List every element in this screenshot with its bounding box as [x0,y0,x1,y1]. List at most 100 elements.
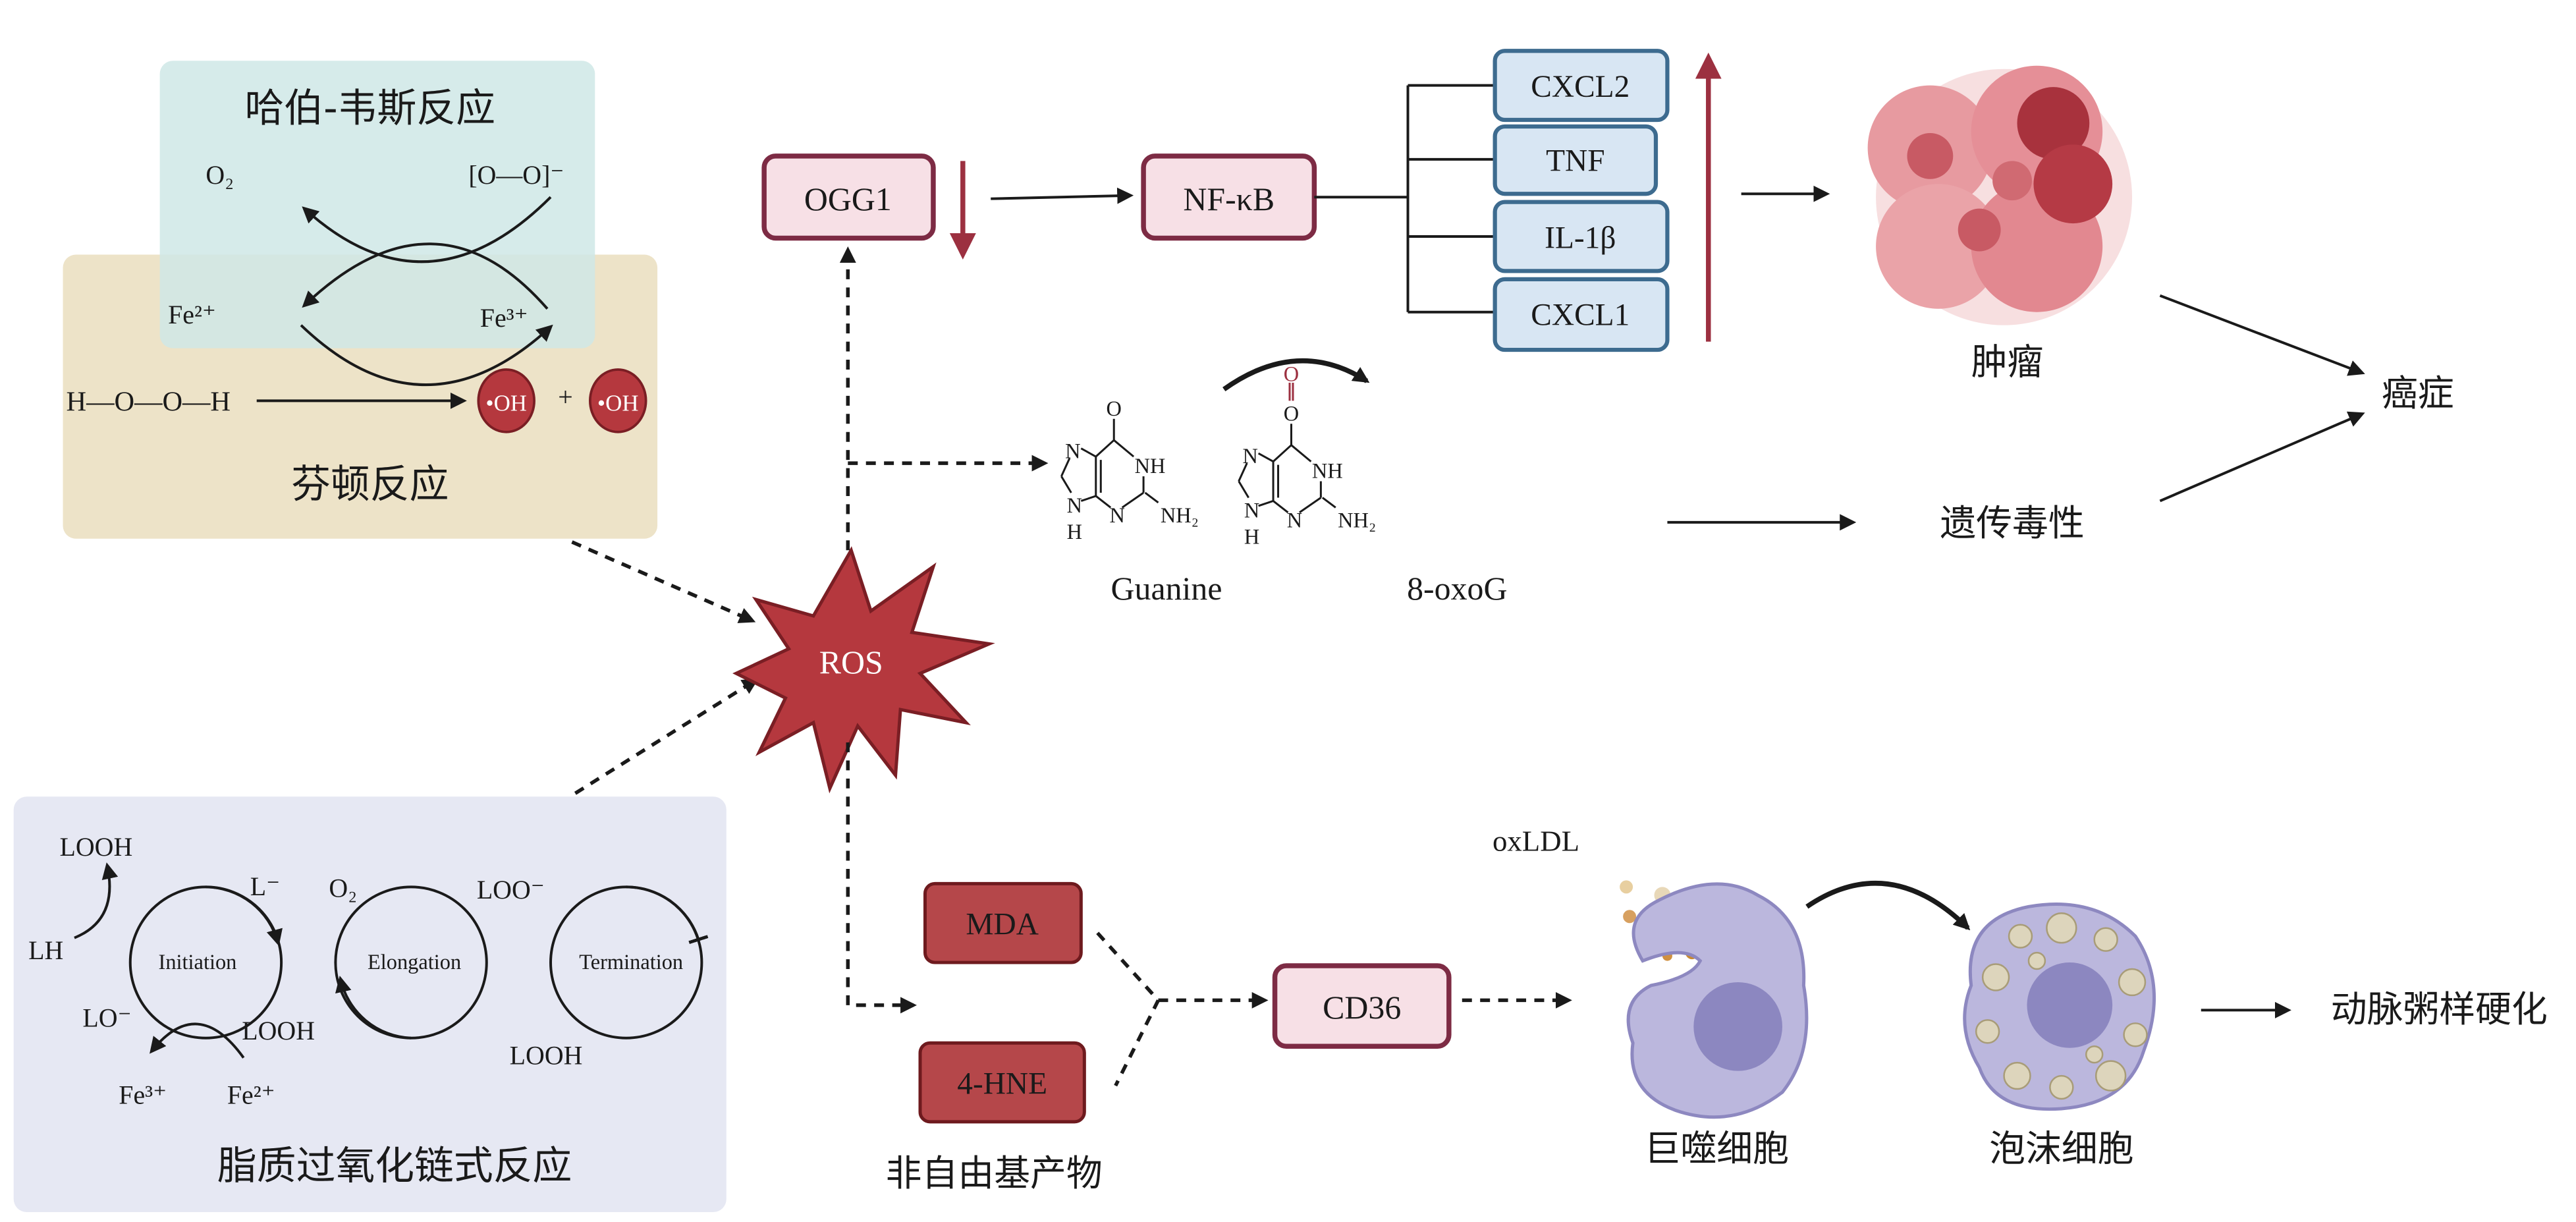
guanine-label: Guanine [1111,570,1222,607]
fenton-haber-weiss-panel: 哈伯-韦斯反应 O₂ [O—O]⁻ Fe²⁺ Fe³⁺ H—O—O—H •OH … [63,61,658,539]
ros-to-non-radical-arrow [846,742,918,1014]
fe2-to-fe3-arrow [300,324,553,387]
svg-text:H: H [1244,525,1259,549]
svg-text:O: O [1284,402,1299,426]
svg-text:NF-κB: NF-κB [1183,181,1274,217]
tumor-to-cancer-arrow [2159,294,2365,376]
non-radical-label: 非自由基产物 [886,1152,1103,1194]
svg-text:NH: NH [1135,455,1166,478]
fenton-to-ros-arrow [571,540,756,623]
termination-inhibit [626,885,709,945]
svg-text:CXCL2: CXCL2 [1531,70,1630,104]
svg-text:N: N [1287,509,1302,532]
cytokine-cxcl1: CXCL1 [1493,277,1670,352]
foam-cell-illustration [1963,902,2156,1111]
o2-label: O₂ [206,160,234,190]
mda-box: MDA [923,881,1083,964]
haber-weiss-box [159,61,595,348]
looh-mid-label: LOOH [242,1016,315,1045]
initiation-arrow [206,885,283,946]
ros-node: ROS [732,546,995,794]
svg-text:OGG1: OGG1 [804,181,892,217]
atherosclerosis-label: 动脉粥样硬化 [2331,988,2548,1030]
lo-label: LO⁻ [82,1003,131,1032]
fe2-to-fe3-arrow [150,1022,245,1059]
svg-text:N: N [1242,445,1257,468]
fe2-label: Fe²⁺ [168,300,216,329]
svg-text:N: N [1109,504,1124,528]
ogg1-box: OGG1 [761,153,936,241]
ogg1-to-nfkb-arrow [991,187,1134,204]
cd36-box: CD36 [1272,963,1452,1049]
cytokine-cxcl2: CXCL2 [1493,49,1670,123]
lipid-title: 脂质过氧化链式反应 [217,1143,572,1189]
elongation-arrow [335,976,412,1040]
svg-text:•OH: •OH [597,390,639,416]
superoxide-to-o2-arrow [302,196,552,264]
svg-text:4-HNE: 4-HNE [957,1067,1047,1101]
oxog-structure: O O N NH N H N NH₂ [1238,362,1376,549]
genotox-to-cancer-arrow [2159,411,2365,503]
cytokine-tnf: TNF [1493,124,1658,196]
lipid-peroxidation-panel: LOOH LH Initiation L⁻ LO⁻ LOOH Fe³⁺ Fe²⁺… [13,796,726,1213]
genotoxicity-label: 遗传毒性 [1940,502,2084,544]
nfkb-box: NF-κB [1141,153,1317,241]
fe2-label: Fe²⁺ [227,1080,275,1109]
h2o2-label: H—O—O—H [67,386,231,417]
lh-label: LH [28,935,63,965]
looh-top-label: LOOH [60,832,133,862]
svg-text:NH₂: NH₂ [1161,504,1199,528]
loo-label: LOO⁻ [477,875,545,904]
svg-text:H: H [1067,520,1082,544]
svg-text:CXCL1: CXCL1 [1531,298,1630,333]
hydroxyl-radical-2: •OH [588,368,647,433]
tumor-label: 肿瘤 [1971,341,2044,383]
svg-text:N: N [1065,440,1080,464]
svg-text:ROS: ROS [819,644,883,680]
haber-weiss-title: 哈伯-韦斯反应 [244,86,495,132]
oxog-label: 8-oxoG [1407,570,1507,607]
cytokine-il1b: IL-1β [1493,200,1670,273]
svg-text:IL-1β: IL-1β [1545,221,1616,255]
svg-text:O: O [1107,397,1122,421]
fenton-title: 芬顿反应 [291,461,449,507]
foam-cell-label: 泡沫细胞 [1989,1128,2133,1170]
svg-text:NH: NH [1312,460,1343,484]
cancer-label: 癌症 [2382,372,2454,414]
svg-text:N: N [1067,494,1082,518]
l-radical-label: L⁻ [250,872,280,901]
fe3-to-fe2-arrow [302,242,549,310]
fe3-label: Fe³⁺ [119,1080,167,1109]
initiation-label: Initiation [159,951,237,974]
looh-bottom-label: LOOH [510,1041,583,1070]
elongation-label: Elongation [368,951,461,974]
svg-text:•OH: •OH [485,390,527,416]
hne-box: 4-HNE [918,1041,1086,1124]
tumor-illustration [1867,65,2133,325]
svg-text:N: N [1244,499,1259,522]
lipid-to-ros-arrow [574,678,759,795]
guanine-structure: O N NH N H N NH₂ [1060,397,1199,544]
oxo-oxygen: O [1284,362,1299,386]
oxldl-label: oxLDL [1493,825,1579,858]
svg-text:CD36: CD36 [1323,989,1401,1026]
lh-to-looh-arrow [74,862,119,939]
macrophage-label: 巨噬细胞 [1645,1128,1789,1170]
svg-text:NH₂: NH₂ [1338,509,1376,532]
mda-merge-line [1096,931,1161,1087]
termination-label: Termination [579,951,683,974]
macrophage-illustration [1626,882,1809,1119]
fe3-label: Fe³⁺ [480,303,528,333]
oxidation-arrow [1222,358,1370,391]
macrophage-to-foam-arrow [1805,881,1971,931]
ros-star [732,546,995,794]
plus-sign: + [558,382,573,412]
superoxide-label: [O—O]⁻ [468,160,564,190]
svg-text:TNF: TNF [1546,144,1604,178]
cytokine-bracket [1314,84,1495,314]
o2-label: O₂ [329,873,357,903]
lipid-box [13,796,726,1213]
svg-text:MDA: MDA [966,908,1039,942]
hydroxyl-radical-1: •OH [477,368,535,433]
